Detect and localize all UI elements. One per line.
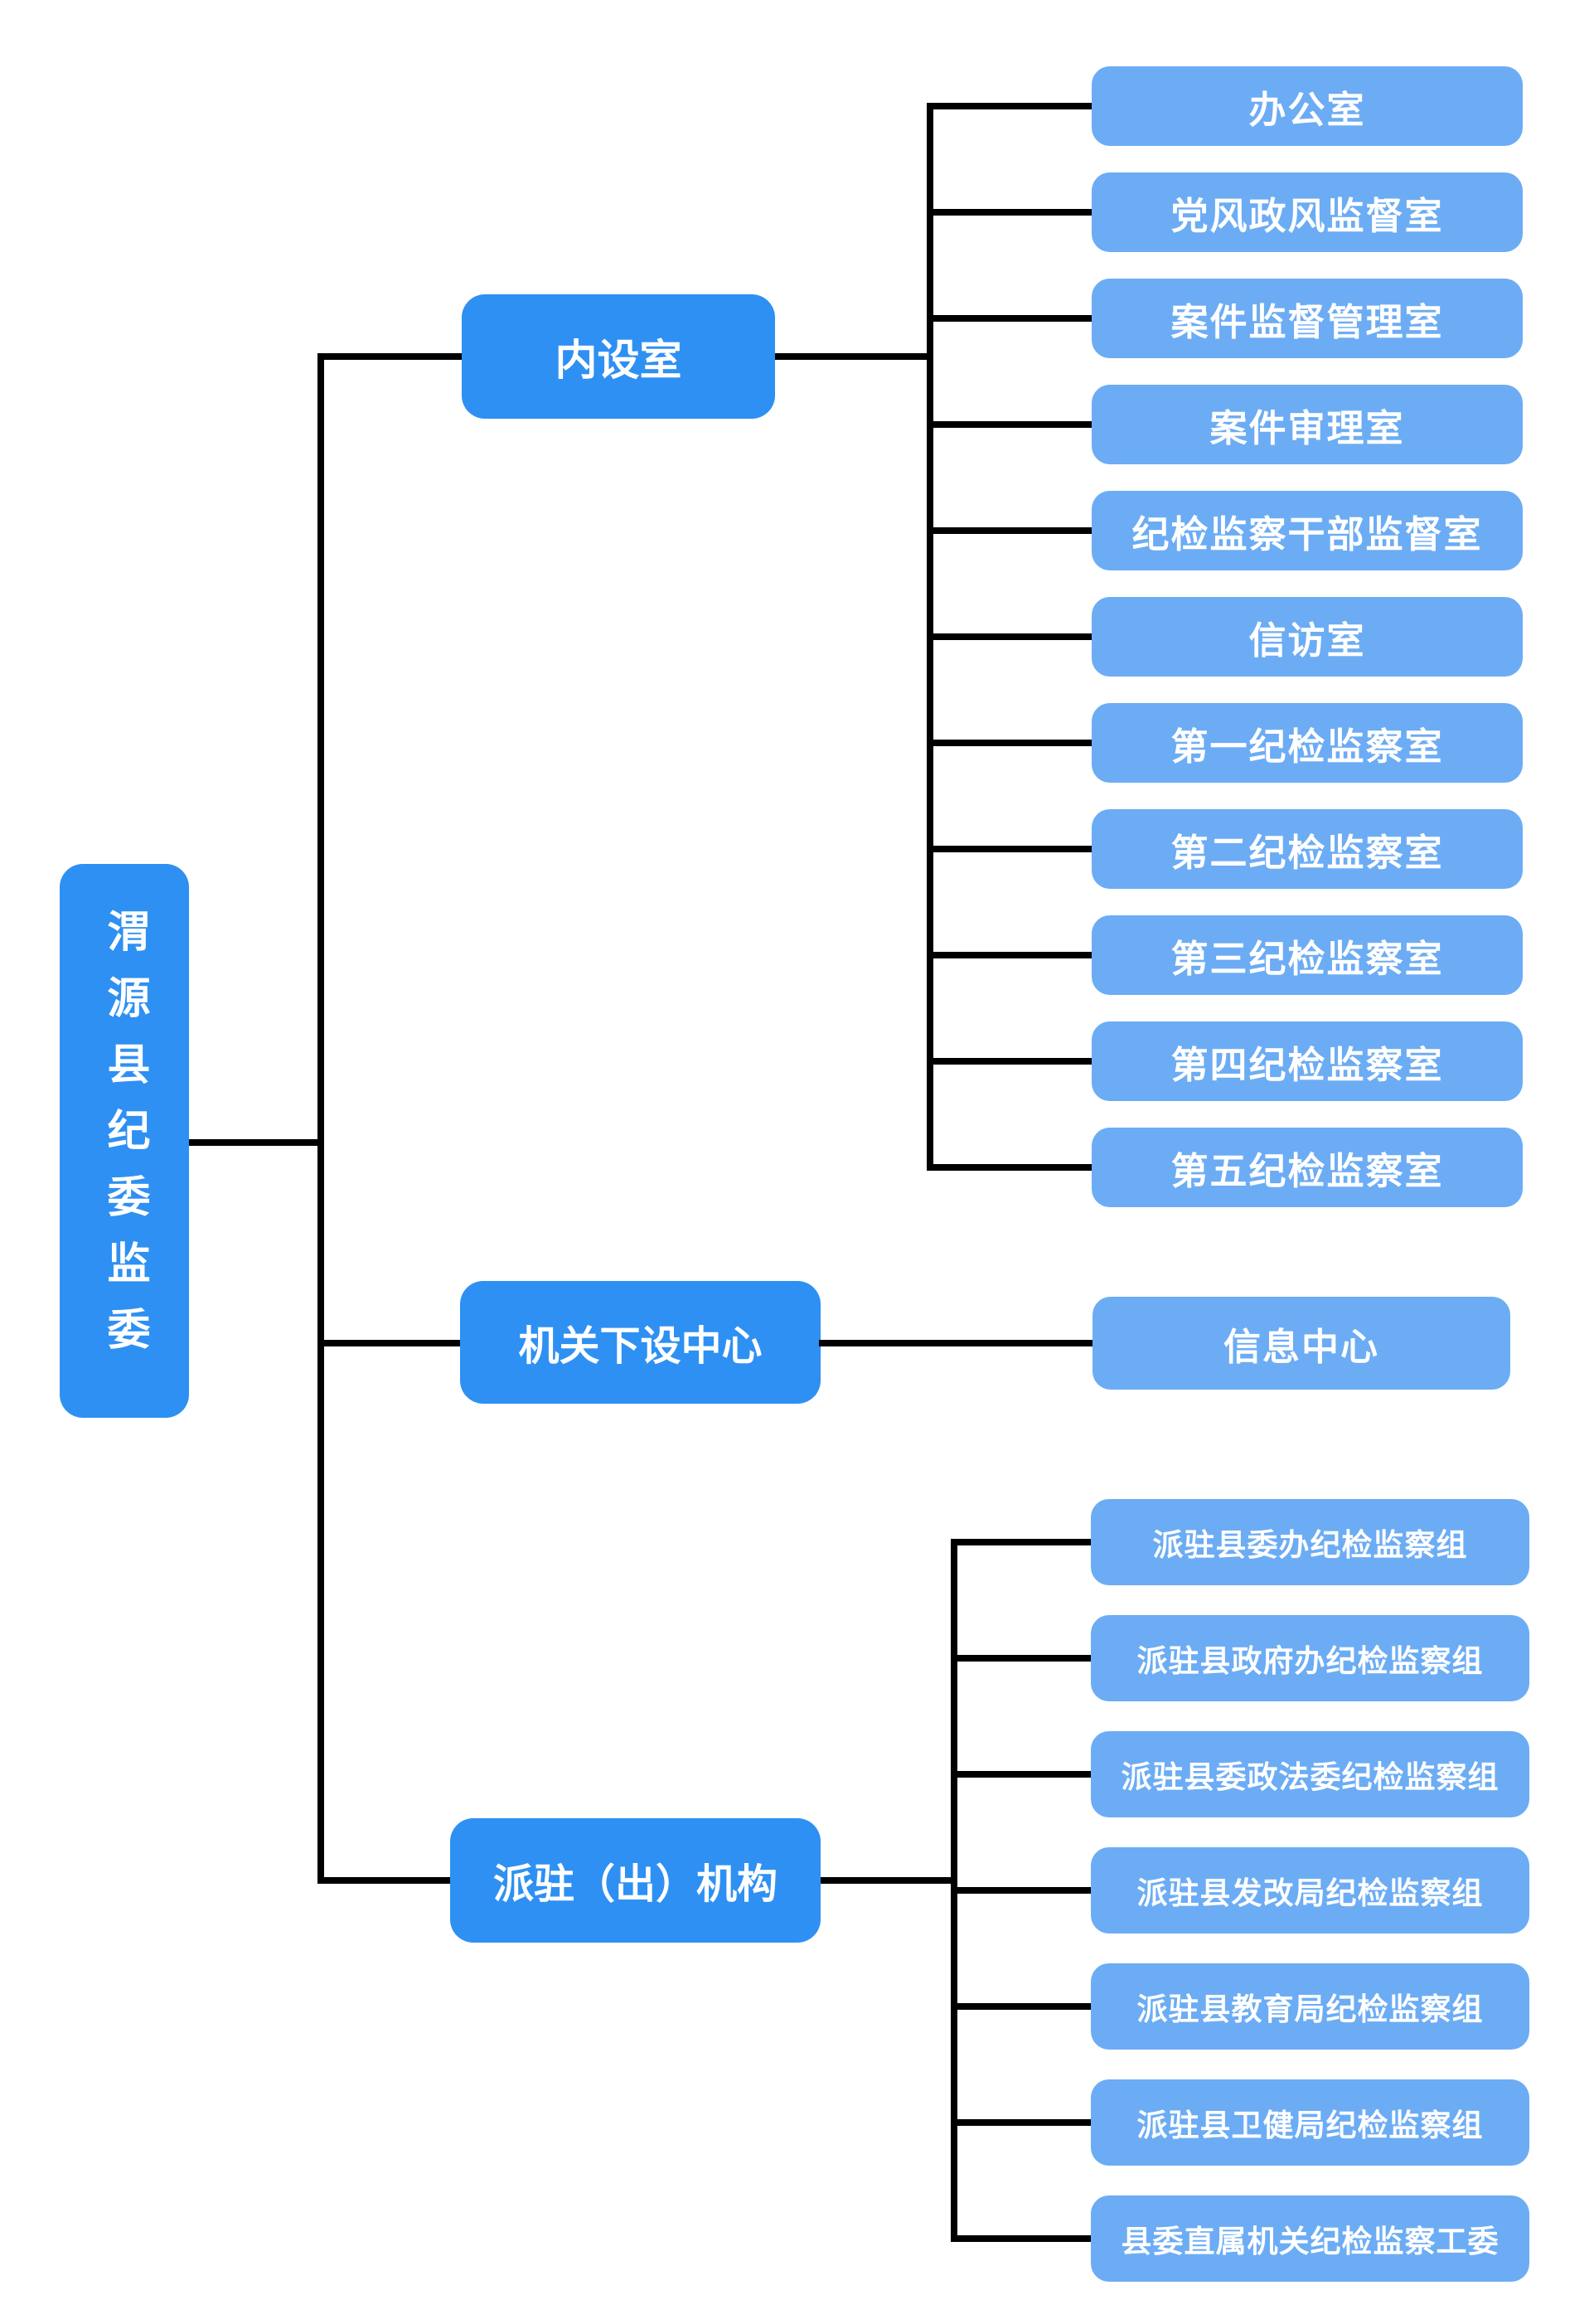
leaf-node-label: 县委直属机关纪检监察工委 <box>1121 2225 1500 2259</box>
leaf-node[interactable]: 办公室 <box>1092 66 1523 146</box>
leaf-node[interactable]: 派驻县政府办纪检监察组 <box>1091 1615 1529 1701</box>
branch2-leaf-column: 信息中心 <box>1093 1297 1510 1390</box>
leaf-node[interactable]: 党风政风监督室 <box>1092 172 1523 252</box>
leaf-node[interactable]: 信访室 <box>1092 597 1523 677</box>
leaf-node[interactable]: 第五纪检监察室 <box>1092 1128 1523 1207</box>
trunk-line <box>317 353 324 1884</box>
leaf-node-label: 派驻县委政法委纪检监察组 <box>1121 1760 1500 1794</box>
leaf-node-label: 第一纪检监察室 <box>1170 725 1444 768</box>
leaf-node[interactable]: 派驻县卫健局纪检监察组 <box>1091 2079 1529 2166</box>
leaf-node-label: 第三纪检监察室 <box>1170 937 1444 980</box>
root-node-label: 渭源县纪委监委 <box>100 909 148 1373</box>
leaf-node[interactable]: 县委直属机关纪检监察工委 <box>1091 2195 1529 2282</box>
leaf-node[interactable]: 信息中心 <box>1093 1297 1510 1390</box>
branch-node-dispatched-agencies[interactable]: 派驻（出）机构 <box>450 1818 821 1943</box>
branch2-connector-left <box>322 1340 462 1346</box>
leaf-node[interactable]: 派驻县委办纪检监察组 <box>1091 1499 1529 1585</box>
leaf-node[interactable]: 派驻县发改局纪检监察组 <box>1091 1847 1529 1933</box>
leaf-node-label: 派驻县政府办纪检监察组 <box>1136 1644 1484 1678</box>
leaf-node[interactable]: 派驻县教育局纪检监察组 <box>1091 1963 1529 2050</box>
leaf-node[interactable]: 第三纪检监察室 <box>1092 915 1523 995</box>
leaf-node-label: 第二纪检监察室 <box>1170 831 1444 874</box>
leaf-node-label: 第四纪检监察室 <box>1170 1043 1444 1086</box>
leaf-node[interactable]: 第四纪检监察室 <box>1092 1021 1523 1101</box>
leaf-node-label: 党风政风监督室 <box>1170 194 1444 237</box>
leaf-node[interactable]: 案件审理室 <box>1092 385 1523 464</box>
branch-node-subordinate-centers[interactable]: 机关下设中心 <box>460 1281 821 1404</box>
branch-node-label: 机关下设中心 <box>518 1323 763 1369</box>
leaf-node-label: 第五纪检监察室 <box>1170 1149 1444 1192</box>
leaf-node-label: 案件监督管理室 <box>1170 300 1444 343</box>
root-node[interactable]: 渭源县纪委监委 <box>60 864 189 1418</box>
branch3-connector-left <box>322 1877 452 1884</box>
leaf-node[interactable]: 派驻县委政法委纪检监察组 <box>1091 1731 1529 1817</box>
branch-node-label: 派驻（出）机构 <box>492 1861 778 1907</box>
leaf-node-label: 派驻县发改局纪检监察组 <box>1136 1876 1484 1910</box>
leaf-node-label: 纪检监察干部监督室 <box>1131 512 1483 556</box>
branch1-connector-right <box>773 353 930 360</box>
branch3-connector-right <box>819 1877 952 1884</box>
leaf-node-label: 办公室 <box>1248 88 1366 131</box>
root-connector-line <box>187 1139 320 1146</box>
leaf-node-label: 派驻县委办纪检监察组 <box>1152 1528 1468 1562</box>
leaf-node-label: 派驻县卫健局纪检监察组 <box>1136 2108 1484 2142</box>
leaf-node[interactable]: 案件监督管理室 <box>1092 279 1523 358</box>
leaf-node-label: 案件审理室 <box>1209 406 1405 449</box>
leaf-node-label: 派驻县教育局纪检监察组 <box>1136 1992 1484 2026</box>
branch3-leaf-column: 派驻县委办纪检监察组派驻县政府办纪检监察组派驻县委政法委纪检监察组派驻县发改局纪… <box>1091 1499 1529 2282</box>
branch-node-internal-offices[interactable]: 内设室 <box>462 294 775 419</box>
leaf-node-label: 信访室 <box>1248 619 1366 662</box>
branch1-connector-left <box>322 353 463 360</box>
leaf-node-label: 信息中心 <box>1223 1325 1379 1368</box>
leaf-node[interactable]: 第一纪检监察室 <box>1092 703 1523 783</box>
branch1-leaf-column: 办公室党风政风监督室案件监督管理室案件审理室纪检监察干部监督室信访室第一纪检监察… <box>1092 66 1523 1207</box>
leaf-node[interactable]: 纪检监察干部监督室 <box>1092 491 1523 570</box>
branch-node-label: 内设室 <box>555 337 682 384</box>
leaf-node[interactable]: 第二纪检监察室 <box>1092 809 1523 889</box>
